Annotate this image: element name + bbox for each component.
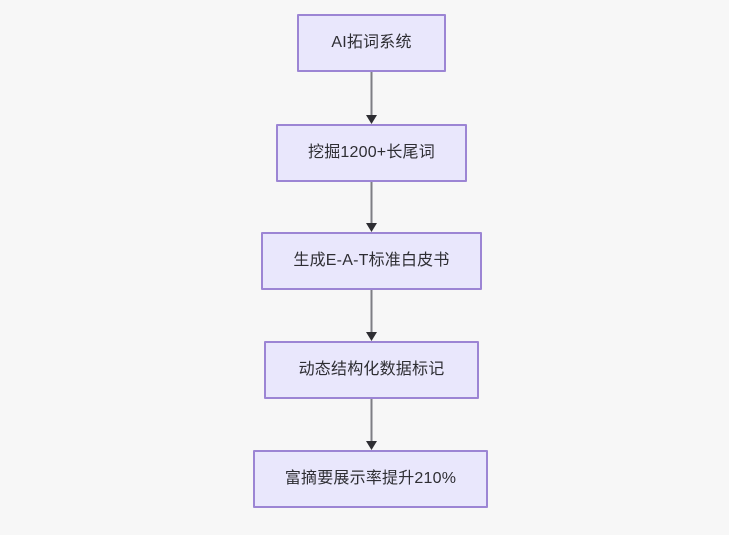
flowchart-node-5[interactable]: 富摘要展示率提升210% — [253, 450, 488, 508]
flowchart-node-label: 动态结构化数据标记 — [298, 361, 445, 378]
flowchart-node-label: 富摘要展示率提升210% — [284, 470, 457, 487]
flow-arrow — [365, 399, 377, 450]
flowchart-node-2[interactable]: 挖掘1200+长尾词 — [276, 124, 467, 182]
flowchart-node-label: 挖掘1200+长尾词 — [308, 144, 435, 161]
flowchart-node-3[interactable]: 生成E-A-T标准白皮书 — [261, 232, 482, 290]
flowchart-node-label: 生成E-A-T标准白皮书 — [293, 252, 450, 269]
flow-arrow — [365, 290, 377, 341]
flow-arrowhead-icon — [365, 223, 377, 232]
flow-arrow — [365, 182, 377, 232]
flowchart-node-4[interactable]: 动态结构化数据标记 — [264, 341, 479, 399]
flowchart-node-label: AI拓词系统 — [331, 34, 412, 51]
flow-arrowhead-icon — [365, 115, 377, 124]
flowchart-node-1[interactable]: AI拓词系统 — [297, 14, 446, 72]
flow-arrowhead-icon — [365, 441, 377, 450]
flow-arrowhead-icon — [365, 332, 377, 341]
flow-arrow — [365, 72, 377, 124]
